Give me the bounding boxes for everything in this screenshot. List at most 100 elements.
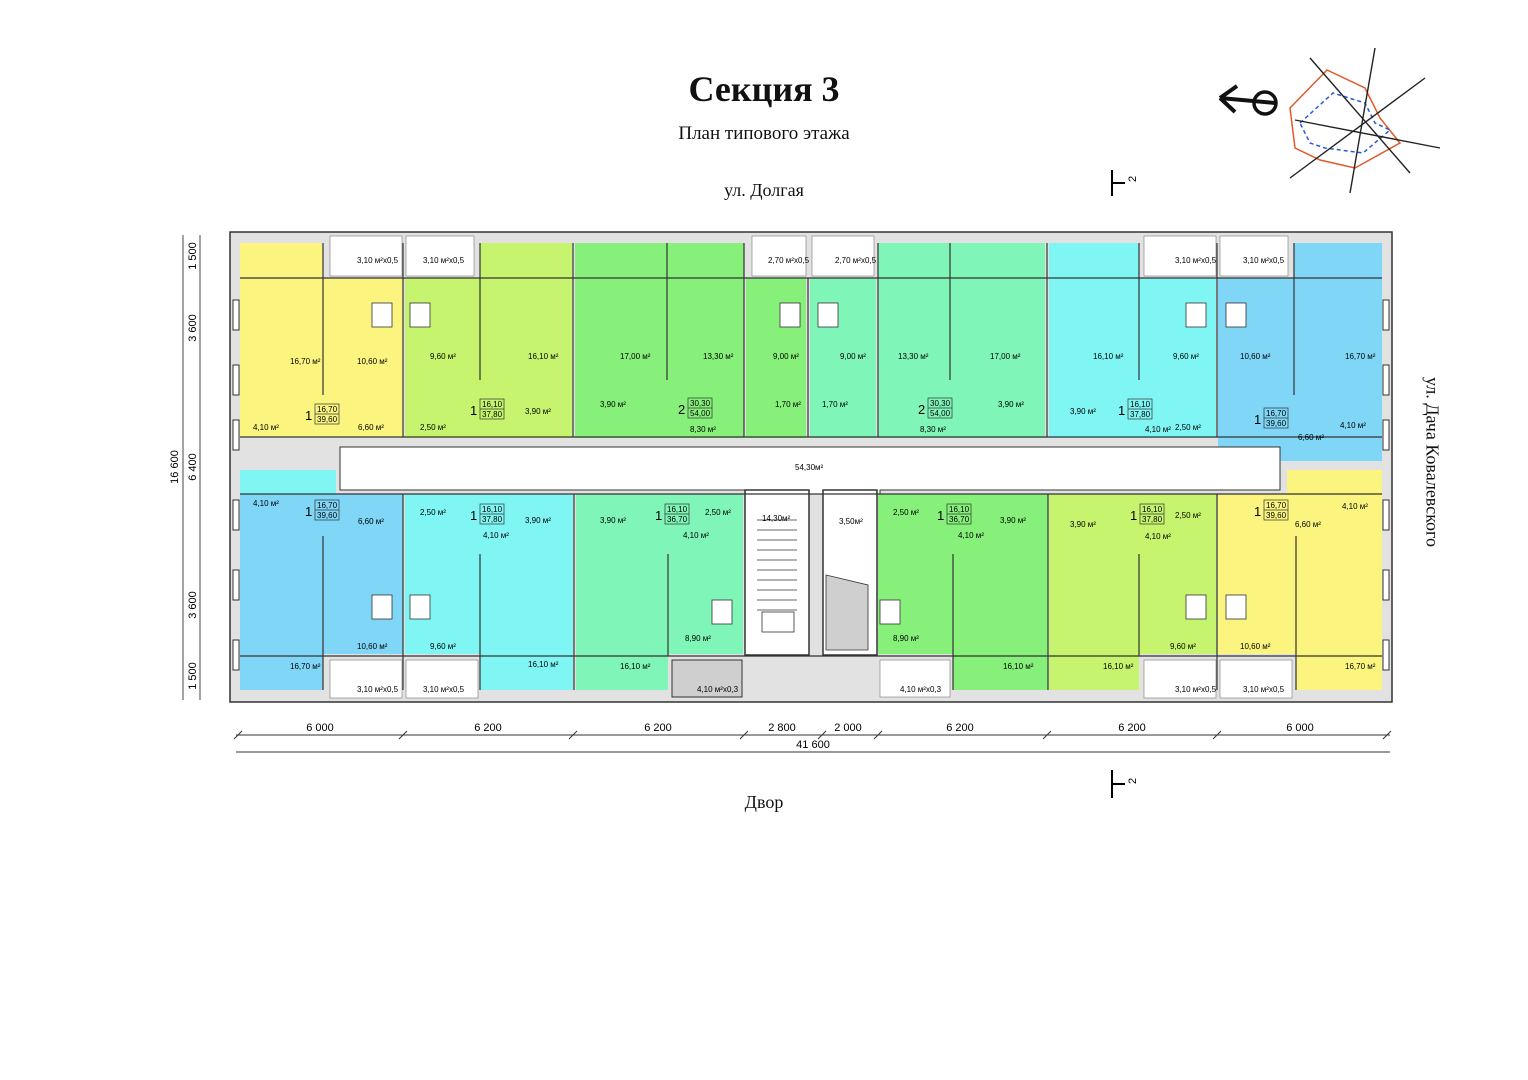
room-area: 54,30м²: [795, 463, 824, 472]
svg-text:37,80: 37,80: [482, 410, 503, 419]
room-area: 3,10 м²x0,5: [357, 685, 399, 694]
room-area: 13,30 м²: [703, 352, 734, 361]
room-area: 3,90 м²: [1070, 407, 1096, 416]
dimension-vertical-total: 16 600: [169, 450, 181, 484]
svg-text:2: 2: [918, 402, 925, 417]
room-area: 16,10 м²: [1093, 352, 1124, 361]
dimension-label: 6 200: [644, 722, 672, 734]
room-area: 16,70 м²: [290, 357, 321, 366]
dimension-label: 1 500: [187, 242, 199, 270]
room-area: 9,60 м²: [1170, 642, 1196, 651]
room-area: 10,60 м²: [357, 357, 388, 366]
room-area: 2,50 м²: [1175, 511, 1201, 520]
room-area: 2,50 м²: [420, 508, 446, 517]
svg-text:1: 1: [470, 508, 477, 523]
room-area: 3,50м²: [839, 517, 863, 526]
svg-text:16,70: 16,70: [317, 501, 338, 510]
room-area: 10,60 м²: [1240, 642, 1271, 651]
room-area: 13,30 м²: [898, 352, 929, 361]
dimension-label: 6 200: [946, 722, 974, 734]
svg-text:39,60: 39,60: [1266, 419, 1287, 428]
room-area: 4,10 м²: [253, 499, 279, 508]
street-label-bottom: Двор: [744, 792, 784, 812]
svg-text:1: 1: [1254, 504, 1261, 519]
room-area: 4,10 м²: [1145, 532, 1171, 541]
svg-text:1: 1: [655, 508, 662, 523]
windows: [232, 299, 1390, 671]
partitions: [240, 243, 1382, 690]
page-subtitle: План типового этажа: [678, 123, 850, 144]
svg-text:54,00: 54,00: [930, 409, 951, 418]
room-area: 4,10 м²: [483, 531, 509, 540]
room-area: 17,00 м²: [620, 352, 651, 361]
room-area: 14,30м²: [762, 514, 791, 523]
room-area: 6,60 м²: [358, 517, 384, 526]
section-mark-top-label: 2: [1127, 176, 1139, 182]
room-area-labels: 16,70 м² 10,60 м² 9,60 м² 16,10 м² 17,00 м² 1…: [253, 256, 1376, 694]
room-area: 2,50 м²: [420, 423, 446, 432]
room-area: 3,10 м²x0,5: [423, 685, 465, 694]
room-area: 16,10 м²: [1103, 662, 1134, 671]
room-area: 8,90 м²: [893, 634, 919, 643]
room-area: 6,60 м²: [1298, 433, 1324, 442]
room-area: 9,00 м²: [840, 352, 866, 361]
svg-text:37,80: 37,80: [482, 515, 503, 524]
dimension-label: 3 600: [187, 314, 199, 342]
room-area: 3,90 м²: [1000, 516, 1026, 525]
dimension-label: 6 000: [1286, 722, 1314, 734]
room-area: 16,10 м²: [1003, 662, 1034, 671]
room-area: 4,10 м²x0,3: [697, 685, 739, 694]
room-area: 3,10 м²x0,5: [357, 256, 399, 265]
room-area: 4,10 м²x0,3: [900, 685, 942, 694]
svg-text:1: 1: [937, 508, 944, 523]
wind-rose-compass: [1218, 48, 1441, 194]
svg-text:39,60: 39,60: [317, 511, 338, 520]
svg-text:16,70: 16,70: [1266, 501, 1287, 510]
section-mark-bottom-label: 2: [1127, 778, 1139, 784]
room-area: 4,10 м²: [683, 531, 709, 540]
staircase: [744, 489, 810, 656]
svg-text:16,10: 16,10: [1130, 400, 1151, 409]
room-area: 2,50 м²: [705, 508, 731, 517]
dimension-total: 41 600: [796, 739, 830, 751]
room-area: 10,60 м²: [1240, 352, 1271, 361]
room-area: 3,10 м²x0,5: [1175, 685, 1217, 694]
svg-text:39,60: 39,60: [317, 415, 338, 424]
svg-text:16,10: 16,10: [482, 505, 503, 514]
room-area: 16,70 м²: [1345, 352, 1376, 361]
room-area: 2,70 м²x0,5: [768, 256, 810, 265]
page-title: Секция 3: [688, 69, 840, 109]
dimension-label: 1 500: [187, 662, 199, 690]
room-area: 8,90 м²: [685, 634, 711, 643]
apartment-fills: [240, 243, 1382, 690]
street-label-top: ул. Долгая: [724, 180, 804, 200]
svg-text:16,10: 16,10: [1142, 505, 1163, 514]
svg-text:1: 1: [305, 504, 312, 519]
room-area: 16,10 м²: [528, 660, 559, 669]
room-area: 2,50 м²: [1175, 423, 1201, 432]
room-area: 16,70 м²: [1345, 662, 1376, 671]
room-area: 6,60 м²: [358, 423, 384, 432]
room-area: 3,90 м²: [600, 400, 626, 409]
svg-text:1: 1: [1118, 403, 1125, 418]
svg-text:16,70: 16,70: [1266, 409, 1287, 418]
dimension-lines: [182, 235, 1390, 753]
svg-text:54,00: 54,00: [690, 409, 711, 418]
room-area: 4,10 м²: [1340, 421, 1366, 430]
room-area: 1,70 м²: [822, 400, 848, 409]
stove-icons: [371, 302, 1247, 625]
room-area: 8,30 м²: [920, 425, 946, 434]
